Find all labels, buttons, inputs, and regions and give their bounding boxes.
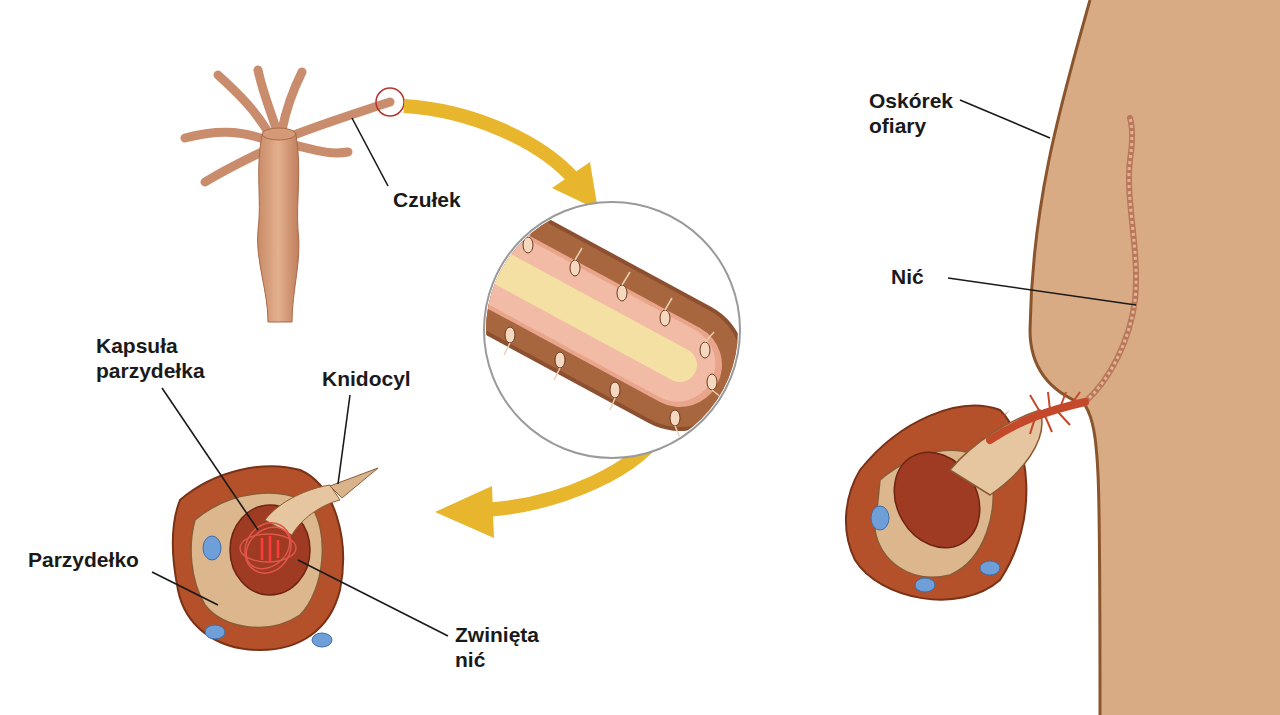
part-label: Zwinięta nić [455, 622, 565, 672]
prey-cuticle [1030, 0, 1100, 715]
cnidocyte [173, 466, 378, 650]
part-label: Parzydełko [28, 547, 139, 572]
part-label: Oskórek ofiary [869, 88, 969, 138]
tentacle-zoom [440, 202, 740, 458]
part-label: Knidocyl [322, 366, 411, 391]
discharged-cnidocyte [846, 392, 1085, 600]
part-label: Kapsuła parzydełka [96, 333, 221, 383]
hydra [185, 70, 404, 322]
part-label: Nić [891, 264, 924, 289]
thread [1085, 118, 1136, 402]
leader-lines [152, 100, 1136, 636]
prey-body [1030, 0, 1280, 715]
part-label: Czułek [393, 187, 461, 212]
thread-beads [1085, 118, 1136, 402]
